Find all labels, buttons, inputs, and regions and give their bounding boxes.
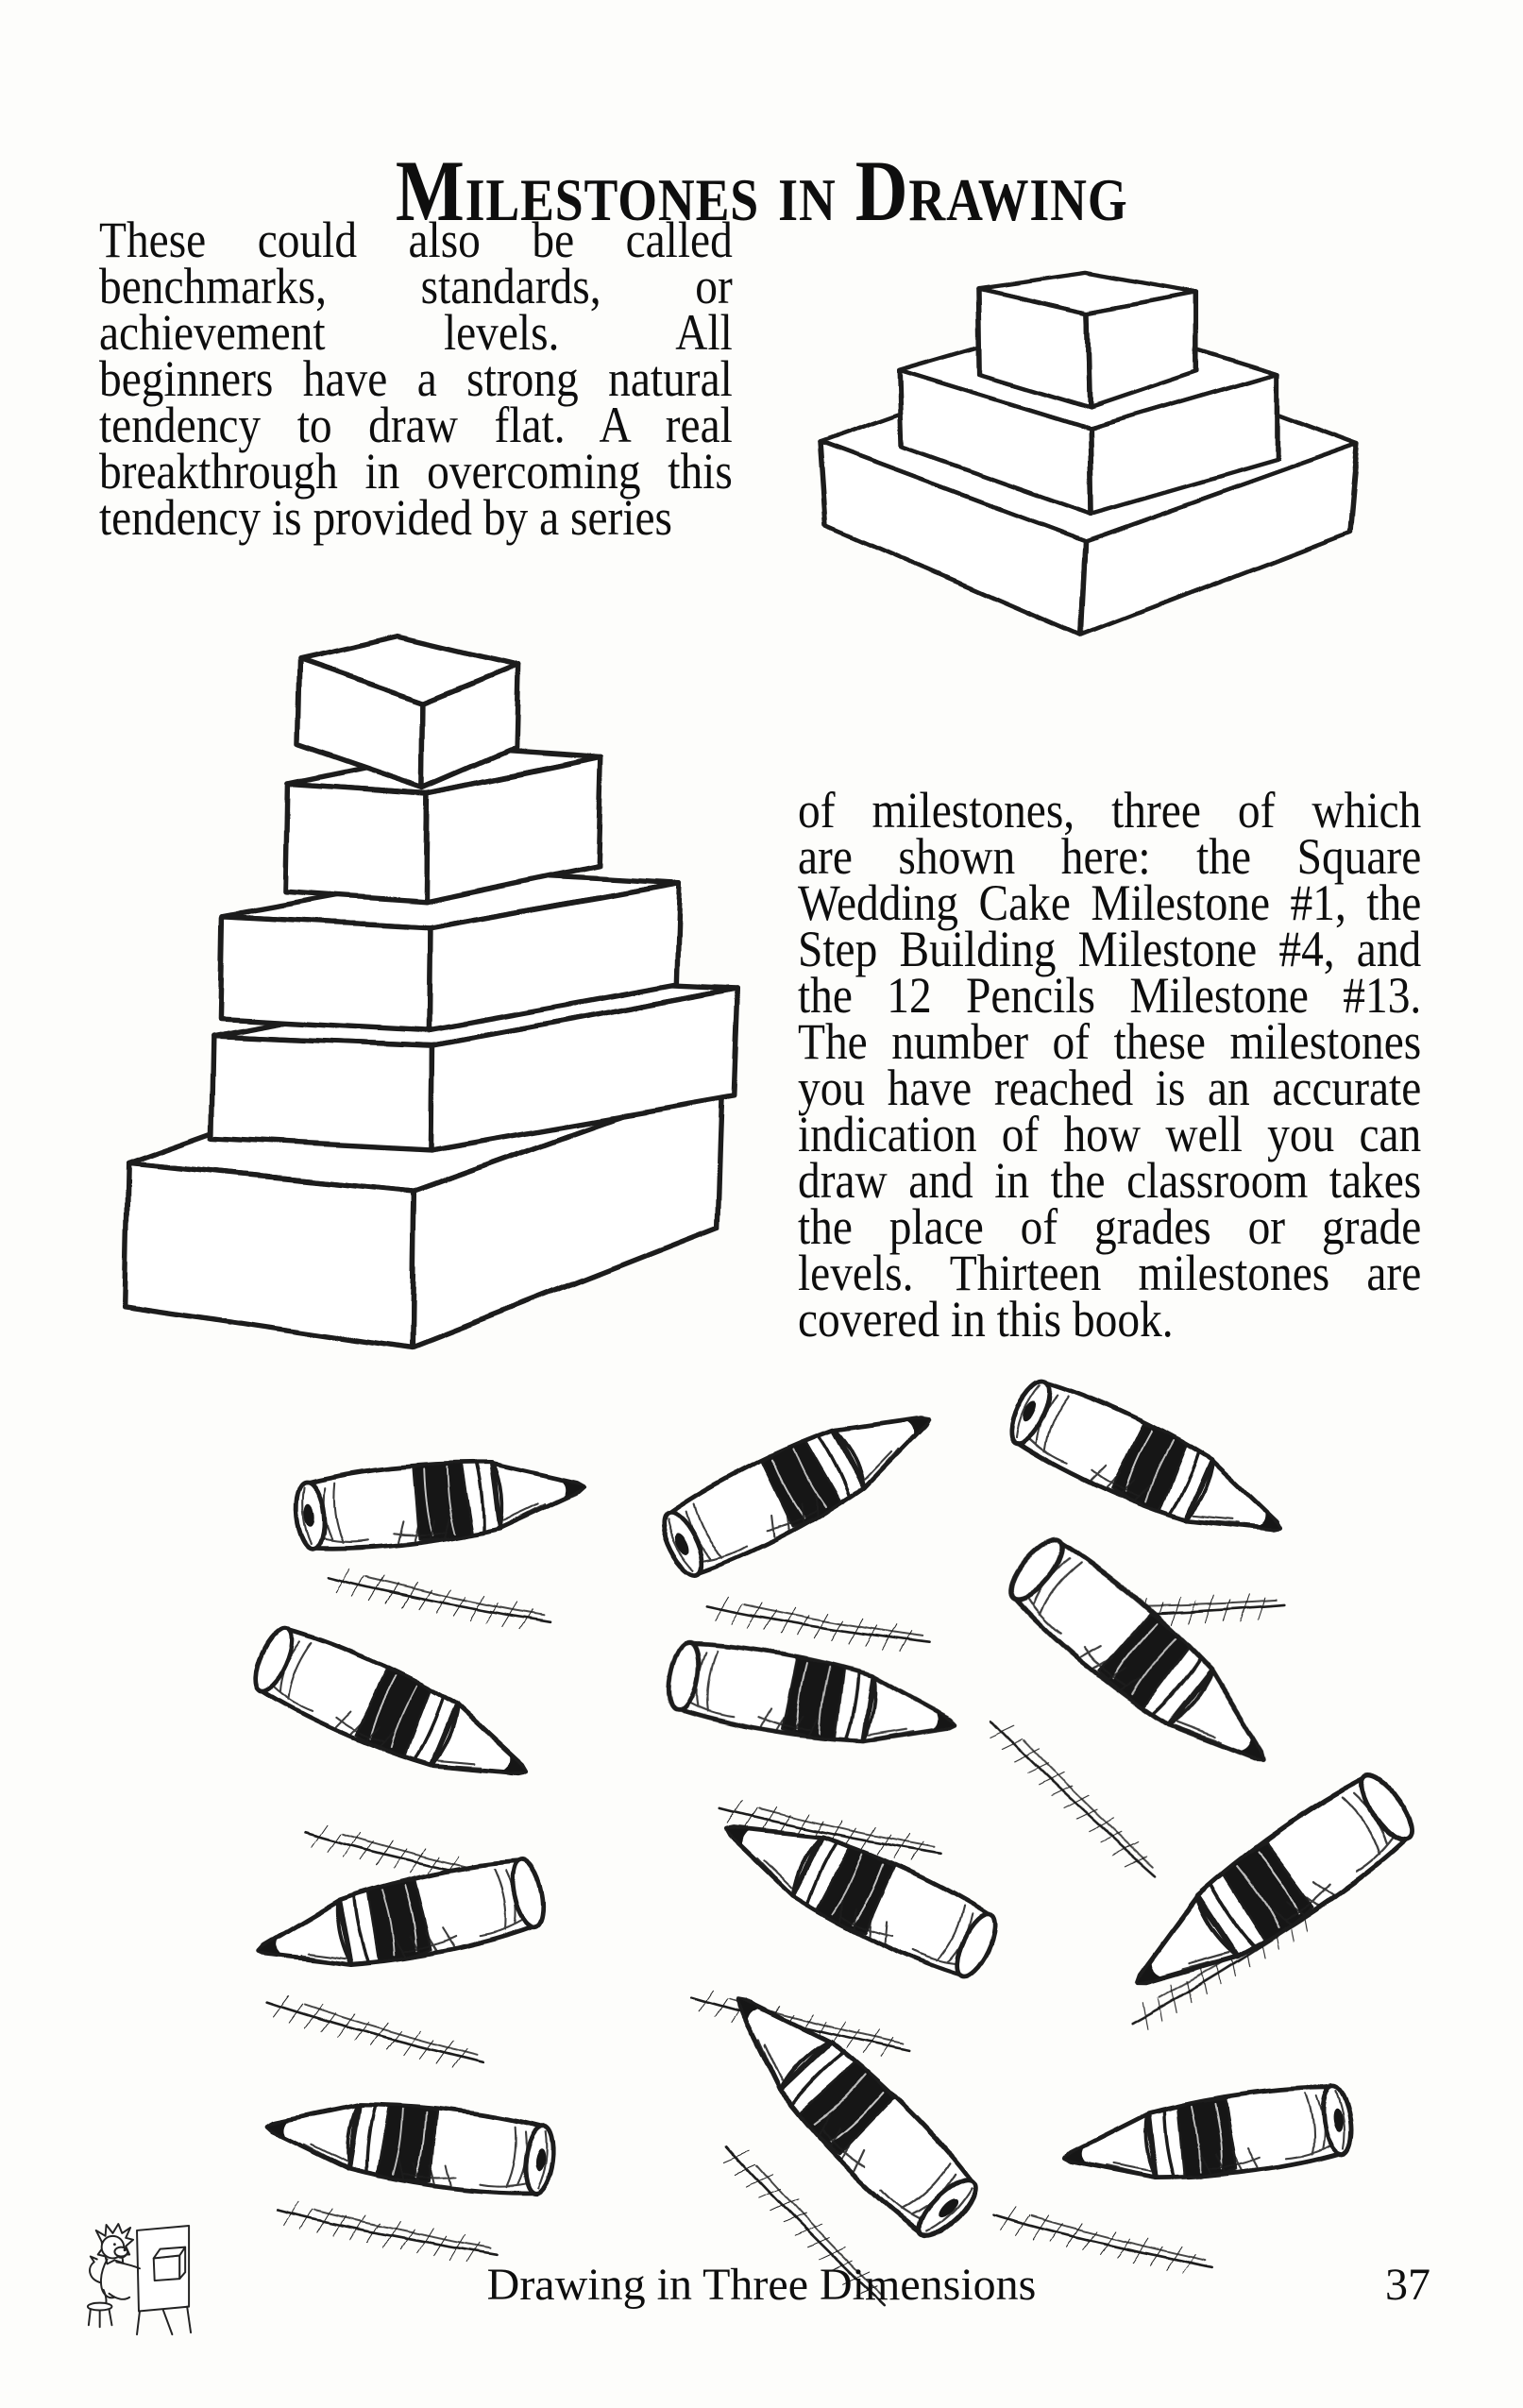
pencil-sketch-10 bbox=[262, 2088, 558, 2200]
text-line: tendency is provided by a series bbox=[99, 489, 672, 546]
step5-right-face bbox=[420, 662, 520, 791]
step4-right-face bbox=[423, 755, 604, 905]
step-building-figure bbox=[122, 634, 741, 1350]
pencil-shadow bbox=[271, 2197, 502, 2268]
pencil-shadow bbox=[973, 1710, 1173, 1886]
pencil-sketch-2 bbox=[653, 1384, 946, 1585]
step2-left-face bbox=[209, 1033, 435, 1153]
text-line: tendency to draw flat. A real bbox=[99, 397, 733, 453]
pencil-sketch-1 bbox=[293, 1448, 588, 1555]
footer-page-number: 37 bbox=[1385, 2260, 1430, 2310]
cake-top-right-face bbox=[1085, 290, 1199, 411]
step3-right-face bbox=[426, 880, 683, 1033]
page-title: Milestones in Drawing bbox=[0, 147, 1523, 234]
step2-right-face bbox=[428, 986, 741, 1153]
text-line: of milestones, three of which bbox=[798, 782, 1422, 839]
text-line: levels. Thirteen milestones are bbox=[798, 1245, 1422, 1301]
text-line: The number of these milestones bbox=[798, 1013, 1422, 1070]
text-line: Step Building Milestone #4, and bbox=[798, 921, 1422, 977]
text-line: are shown here: the Square bbox=[798, 828, 1422, 885]
step1-left-face bbox=[122, 1160, 416, 1350]
text-line: breakthrough in overcoming this bbox=[99, 443, 733, 500]
text-line: you have reached is an accurate bbox=[798, 1060, 1422, 1116]
wedding-cake-sketch bbox=[817, 270, 1361, 638]
step-building-sketch bbox=[122, 634, 741, 1350]
text-line: benchmarks, standards, or bbox=[99, 258, 733, 314]
pencil-sketch-7 bbox=[251, 1853, 550, 1989]
text-line: beginners have a strong natural bbox=[99, 350, 733, 407]
wedding-cake-figure bbox=[817, 270, 1361, 638]
lion-artist-mascot bbox=[86, 2223, 193, 2336]
pencil-sketch-4 bbox=[245, 1619, 541, 1807]
pencil-sketch-5 bbox=[664, 1636, 962, 1762]
easel-icon bbox=[136, 2225, 193, 2336]
pencil-shadow bbox=[323, 1565, 554, 1636]
footer-chapter-title: Drawing in Three Dimensions bbox=[486, 2260, 1037, 2310]
text-line: indication of how well you can bbox=[798, 1106, 1422, 1162]
text-line: achievement levels. All bbox=[99, 304, 733, 361]
pencil-sketch-6 bbox=[999, 1528, 1290, 1791]
page-title-text: Milestones in Drawing bbox=[395, 142, 1128, 239]
lion-icon bbox=[86, 2223, 141, 2329]
text-line: These could also be called bbox=[99, 212, 733, 268]
pencil-shadow bbox=[259, 1990, 490, 2075]
text-line: Wedding Cake Milestone #1, the bbox=[798, 874, 1422, 931]
twelve-pencils-sketch bbox=[245, 1370, 1424, 2315]
cake-middle-right-face bbox=[1087, 371, 1280, 517]
step4-left-face bbox=[282, 781, 431, 905]
text-line: covered in this book. bbox=[798, 1291, 1174, 1348]
cake-bottom-right-face bbox=[1078, 441, 1361, 638]
pencil-sketch-9 bbox=[1113, 1764, 1424, 2017]
pencil-sketch-12 bbox=[1059, 2079, 1356, 2196]
pencil-sketch-3 bbox=[1002, 1370, 1296, 1563]
pencils-figure bbox=[94, 1350, 1429, 2315]
text-line: the 12 Pencils Milestone #13. bbox=[798, 967, 1422, 1024]
text-line: draw and in the classroom takes bbox=[798, 1152, 1422, 1209]
step3-left-face bbox=[218, 914, 433, 1033]
pencil-sketch-11 bbox=[709, 1969, 988, 2247]
text-line: the place of grades or grade bbox=[798, 1198, 1422, 1255]
pencil-sketch-8 bbox=[710, 1794, 1005, 1987]
